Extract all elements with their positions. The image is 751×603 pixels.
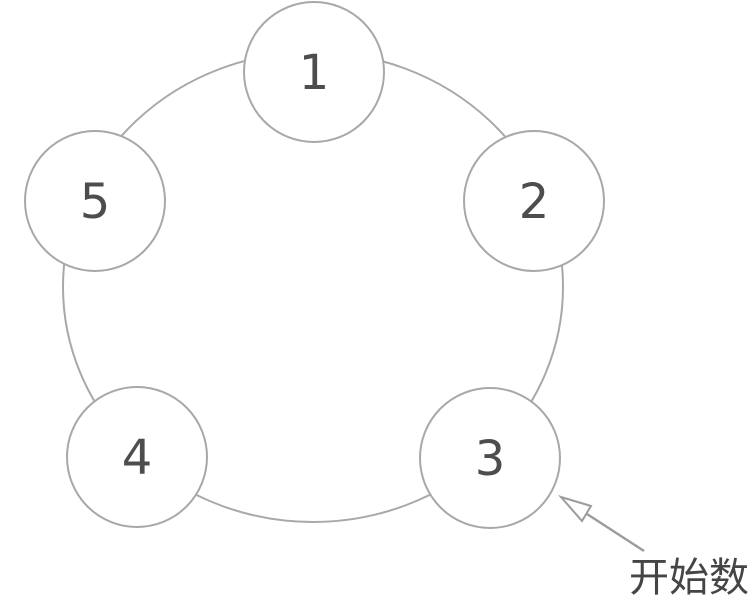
node-4-label: 4 [122,430,153,486]
node-5: 5 [24,130,166,272]
node-1: 1 [243,1,385,143]
node-1-label: 1 [299,45,330,101]
node-2-circle [463,130,605,272]
annotation-start-label: 开始数 [629,555,749,601]
node-1-circle [243,1,385,143]
node-2: 2 [463,130,605,272]
node-3: 3 [419,387,561,529]
node-2-label: 2 [519,174,550,230]
node-5-circle [24,130,166,272]
node-4-circle [66,386,208,528]
node-5-label: 5 [80,174,111,230]
start-annotation: 开始数 [557,495,749,601]
node-4: 4 [66,386,208,528]
node-3-circle [419,387,561,529]
arrow-head-icon [557,495,593,523]
arrow-line [586,512,645,553]
node-3-label: 3 [475,431,506,487]
